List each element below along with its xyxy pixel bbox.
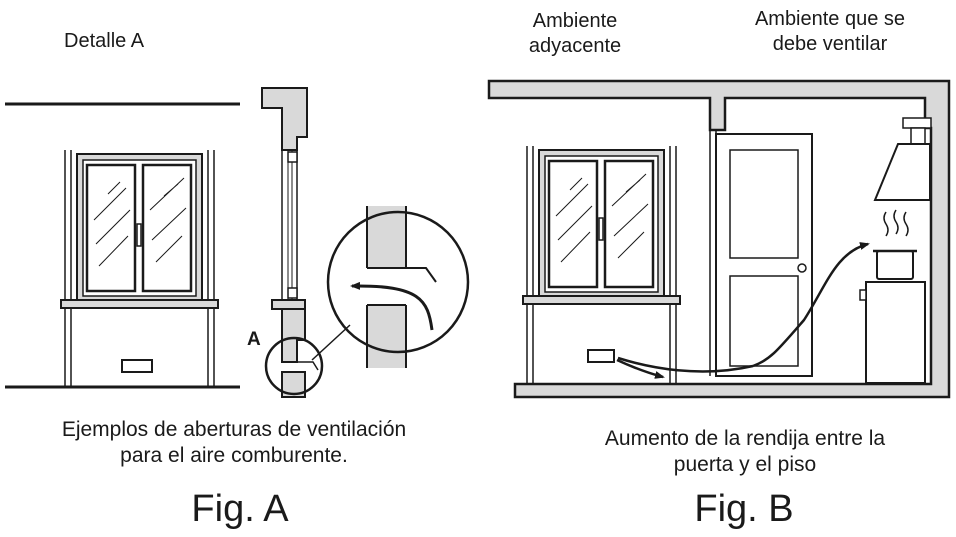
fig-b-window [522,146,681,384]
fig-b-caption-line2: puerta y el piso [673,453,817,477]
fig-b-drawing [487,79,951,399]
fig-a-caption: Ejemplos de aberturas de ventilación par… [0,417,468,470]
fig-a-drawing [5,87,470,398]
fig-b-ventilate-line2: debe ventilar [772,33,888,55]
fig-a-detail-magnified [311,206,470,368]
fig-a-wall-section [261,87,324,398]
fig-b-steam [883,209,909,237]
fig-a-detail-circle-small [264,336,324,396]
fig-a-caption-line1: Ejemplos de aberturas de ventilación [61,418,407,441]
fig-b-door [709,130,813,377]
fig-a-air-arrow [350,281,434,331]
fig-a-detail-title: Detalle A [64,30,145,52]
fig-b-airflow-arrow-rise [752,242,870,368]
fig-b-adjacent-room-label: Ambiente adyacente [510,9,640,59]
fig-b-extractor-hood [873,143,931,201]
fig-b-airflow-arrow-short [616,358,665,379]
fig-b-caption-line1: Aumento de la rendija entre la [604,427,886,450]
fig-b-adjacent-line1: Ambiente [532,10,618,32]
fig-a-window [60,150,219,387]
fig-b-adjacent-line2: adyacente [528,35,622,57]
fig-b-airflow-arrow-floor [617,356,754,373]
fig-b-ventilate-room-label: Ambiente que se debe ventilar [735,7,925,57]
fig-a-detail-circle-large [326,210,470,354]
fig-b-caption: Aumento de la rendija entre la puerta y … [570,426,920,479]
fig-a-detail-marker: A [247,329,261,350]
fig-b-label: Fig. B [694,488,794,530]
fig-a-label: Fig. A [191,488,289,530]
fig-b-pot [876,250,914,280]
fig-b-ventilate-line1: Ambiente que se [754,8,906,30]
fig-a-caption-line2: para el aire comburente. [120,444,348,468]
fig-b-stove [865,281,926,384]
fig-b-kitchen [859,117,932,384]
